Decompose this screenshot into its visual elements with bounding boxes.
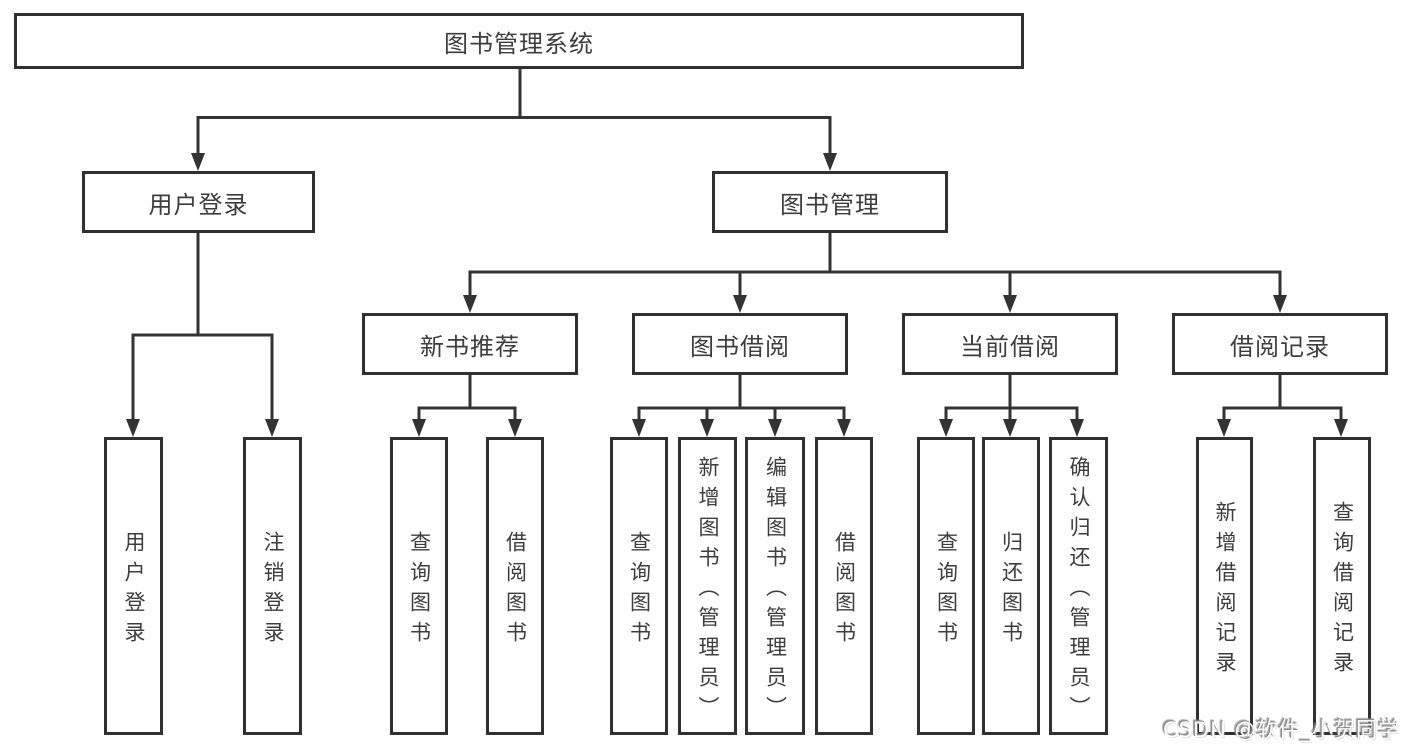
leaf-add-book-admin: 新增图书（管理员） [678, 437, 737, 735]
node-label: 借阅记录 [1230, 332, 1330, 361]
leaf-query-borrow-record: 查询借阅记录 [1313, 437, 1371, 735]
arrowhead [1273, 295, 1287, 313]
node-label: 新书推荐 [420, 332, 520, 361]
node-book-management: 图书管理 [712, 171, 948, 233]
node-label: 确认归还（管理员） [1067, 455, 1091, 726]
arrowhead [1003, 419, 1017, 437]
arrowhead [1334, 419, 1348, 437]
arrowhead [126, 419, 140, 437]
arrowhead [191, 153, 205, 171]
leaf-borrow-books-recommend: 借阅图书 [486, 437, 544, 735]
arrowhead [463, 295, 477, 313]
node-label: 查询借阅记录 [1330, 500, 1355, 681]
node-label: 查询图书 [934, 530, 959, 651]
node-label: 注销登录 [261, 530, 285, 651]
node-label: 新增图书（管理员） [696, 455, 720, 726]
node-label: 借阅图书 [503, 530, 528, 651]
connector-borrowing-records-to-children [1217, 375, 1348, 437]
leaf-query-books-recommend: 查询图书 [390, 437, 448, 735]
leaf-return-books: 归还图书 [982, 437, 1040, 735]
node-borrowing-records: 借阅记录 [1172, 313, 1388, 375]
node-library-management-system: 图书管理系统 [14, 13, 1024, 69]
arrowhead [1070, 419, 1084, 437]
node-new-book-recommendation: 新书推荐 [362, 313, 578, 375]
leaf-user-login: 用户登录 [104, 437, 163, 735]
leaf-borrow-books: 借阅图书 [815, 437, 873, 735]
leaf-add-borrow-record: 新增借阅记录 [1196, 437, 1253, 735]
connector-new-book-to-children [412, 375, 522, 437]
connector-user-login-to-children [126, 233, 279, 437]
connector-root-to-level2 [191, 69, 837, 171]
arrowhead [1217, 419, 1231, 437]
arrowhead [939, 419, 953, 437]
node-label: 编辑图书（管理员） [763, 455, 788, 726]
arrowhead [508, 419, 522, 437]
node-label: 归还图书 [999, 530, 1024, 651]
node-label: 用户登录 [148, 190, 249, 219]
node-label: 用户登录 [122, 530, 146, 651]
node-user-login: 用户登录 [82, 171, 315, 233]
node-book-borrowing: 图书借阅 [632, 313, 848, 375]
node-label: 当前借阅 [960, 332, 1060, 361]
arrowhead [632, 419, 646, 437]
node-label: 图书管理 [780, 190, 880, 219]
arrowhead [837, 419, 851, 437]
connector-current-borrowing-to-children [939, 375, 1084, 437]
arrowhead [412, 419, 426, 437]
connector-book-borrowing-to-children [632, 375, 851, 437]
connector-book-management-to-level3 [463, 233, 1287, 313]
arrowhead [768, 419, 782, 437]
node-current-borrowing: 当前借阅 [902, 313, 1118, 375]
node-label: 查询图书 [407, 530, 432, 651]
arrowhead [700, 419, 714, 437]
node-label: 借阅图书 [832, 530, 857, 651]
csdn-watermark: CSDN @软件_小贺同学 [1162, 718, 1400, 742]
arrowhead [733, 295, 747, 313]
leaf-edit-book-admin: 编辑图书（管理员） [745, 437, 805, 735]
arrowhead [1003, 295, 1017, 313]
arrowhead [823, 153, 837, 171]
leaf-query-books-current: 查询图书 [917, 437, 975, 735]
node-label: 新增借阅记录 [1213, 500, 1237, 681]
node-label: 图书借阅 [690, 332, 790, 361]
leaf-query-books-borrowing: 查询图书 [610, 437, 668, 735]
node-label: 查询图书 [627, 530, 652, 651]
node-label: 图书管理系统 [444, 29, 594, 58]
arrowhead [265, 419, 279, 437]
leaf-logout: 注销登录 [243, 437, 302, 735]
leaf-confirm-return-admin: 确认归还（管理员） [1049, 437, 1108, 735]
